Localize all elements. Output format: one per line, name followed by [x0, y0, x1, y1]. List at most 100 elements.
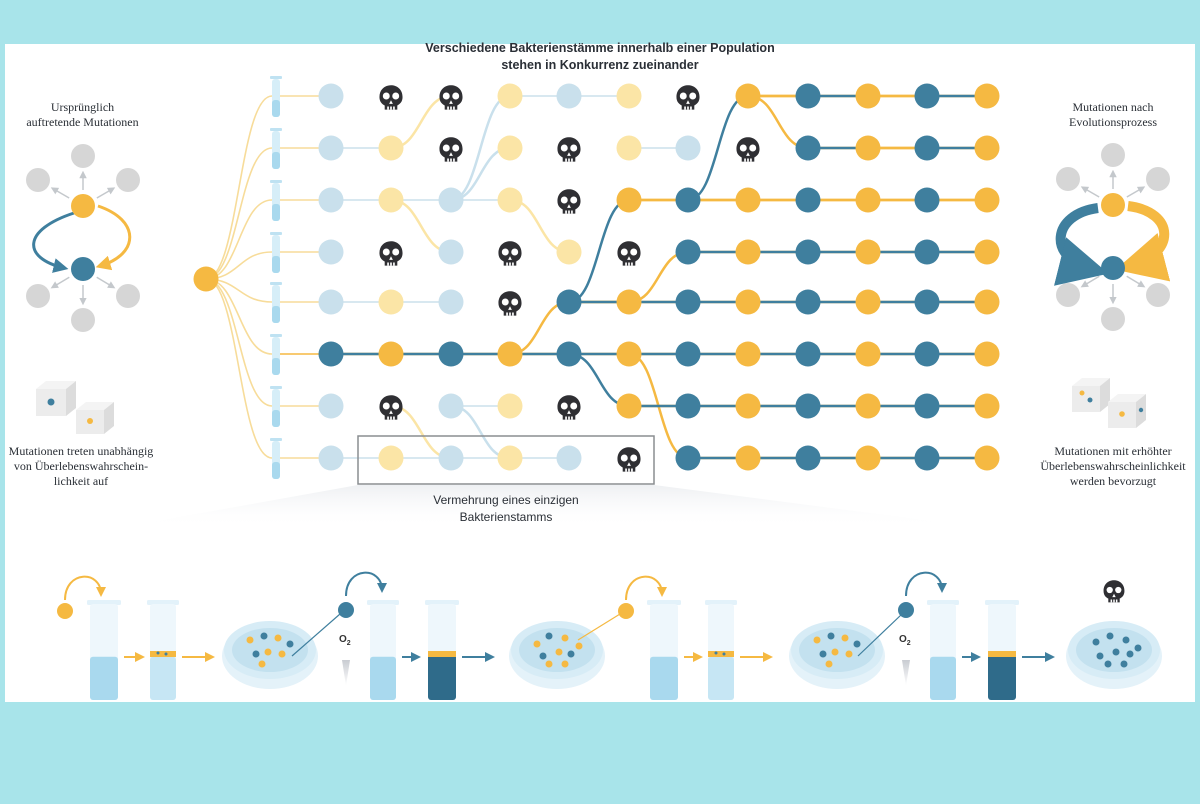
- blue-strain-node: [914, 239, 940, 265]
- oxygen-symbol: O: [899, 634, 907, 645]
- bacterium-dot: [246, 636, 254, 644]
- lineage-link: [205, 278, 273, 407]
- yellow-strain-node: [735, 445, 761, 471]
- blue-strain-node: [556, 341, 582, 367]
- lineage-link: [205, 278, 273, 459]
- bacterium-dot: [567, 650, 575, 658]
- mutation-arrow: [1126, 275, 1146, 288]
- test-tube-icon: [270, 232, 282, 273]
- yellow-strain-node: [974, 289, 1000, 315]
- bacterium-dot: [714, 651, 718, 655]
- possible-mutation-node: [26, 284, 50, 308]
- left-caption-line-3: lichkeit auf: [53, 474, 109, 488]
- lineage-link: [205, 95, 273, 280]
- possible-mutation-node: [26, 168, 50, 192]
- pale-blue-strain-node: [318, 445, 344, 471]
- right-heading-line-2: Evolutionsprozess: [1069, 115, 1157, 129]
- blue-strain-node: [318, 341, 344, 367]
- skull-icon: [439, 137, 463, 162]
- oxygen-label: O2: [339, 634, 351, 647]
- yellow-strain-node: [735, 187, 761, 213]
- petri-dish-icon: [509, 621, 605, 689]
- blue-strain-node: [795, 187, 821, 213]
- mutation-arrow: [1126, 186, 1146, 198]
- blue-strain-node: [914, 393, 940, 419]
- mutation-arrow: [1080, 186, 1100, 198]
- petri-dish-icon: [1066, 621, 1162, 689]
- bacterium-dot: [1104, 660, 1112, 668]
- pale-yellow-strain-node: [497, 445, 523, 471]
- bacterium-dot: [258, 660, 266, 668]
- blue-strain-node: [675, 341, 701, 367]
- bacterium-dot: [575, 642, 583, 650]
- yellow-strain-node: [735, 393, 761, 419]
- test-tube-icon: [270, 438, 282, 479]
- blue-strain-node: [675, 187, 701, 213]
- test-tube-icon: [270, 76, 282, 117]
- sampling-line: [857, 613, 903, 657]
- yellow-strain-node: [497, 341, 523, 367]
- pale-blue-strain-node: [438, 393, 464, 419]
- blue-strain-node: [795, 289, 821, 315]
- evolved-mutation-diagram: [1053, 143, 1171, 331]
- pale-blue-strain-node: [675, 135, 701, 161]
- title-line-2: stehen in Konkurrenz zueinander: [501, 58, 699, 72]
- bacterium-dot: [278, 650, 286, 658]
- pale-yellow-strain-node: [497, 135, 523, 161]
- bacterium-dot: [831, 648, 839, 656]
- pale-blue-strain-node: [438, 289, 464, 315]
- yellow-strain-node: [855, 393, 881, 419]
- blue-strain-node: [556, 289, 582, 315]
- blue-strain-node: [675, 445, 701, 471]
- pale-blue-strain-node: [556, 83, 582, 109]
- yellow-strain-node: [974, 341, 1000, 367]
- pale-yellow-strain-node: [378, 135, 404, 161]
- blue-mutant-node: [1101, 256, 1125, 280]
- blue-strain-node: [914, 341, 940, 367]
- pale-blue-strain-node: [438, 239, 464, 265]
- blue-strain-node: [914, 187, 940, 213]
- blue-strain-node: [795, 445, 821, 471]
- blue-mutant-node: [71, 257, 95, 281]
- mutation-arrow: [50, 187, 70, 199]
- possible-mutation-node: [1101, 307, 1125, 331]
- strain-grid: [318, 83, 1000, 472]
- possible-mutation-node: [1056, 167, 1080, 191]
- possible-mutation-node: [1146, 167, 1170, 191]
- pale-yellow-strain-node: [616, 135, 642, 161]
- skull-icon: [379, 395, 403, 420]
- bacterium-dot: [1112, 648, 1120, 656]
- left-caption-line-2: von Überlebenswahrschein-: [13, 459, 149, 473]
- test-tube-icon: [87, 600, 121, 700]
- pale-yellow-strain-node: [556, 239, 582, 265]
- bacterium-dot: [286, 640, 294, 648]
- test-tube-icon: [270, 128, 282, 169]
- inoculation-arrow: [345, 571, 387, 597]
- test-tube-icon: [367, 600, 399, 700]
- test-tube-icon: [270, 180, 282, 221]
- possible-mutation-node: [71, 308, 95, 332]
- yellow-strain-node: [616, 393, 642, 419]
- skull-icon: [379, 85, 403, 110]
- bacterium-dot: [274, 634, 282, 642]
- yellow-strain-node: [735, 289, 761, 315]
- callout-box: [357, 435, 655, 485]
- test-tube-icon: [647, 600, 681, 700]
- oxygen-subscript: 2: [346, 640, 351, 647]
- bacterium-dot: [825, 660, 833, 668]
- yellow-strain-node: [618, 603, 634, 619]
- yellow-strain-node: [735, 83, 761, 109]
- arrow-down-icon: [342, 660, 350, 686]
- right-caption-line-3: werden bevorzugt: [1069, 474, 1157, 488]
- possible-mutation-node: [116, 284, 140, 308]
- yellow-strain-node: [855, 341, 881, 367]
- bacterium-dot: [1122, 636, 1130, 644]
- pale-blue-strain-node: [318, 239, 344, 265]
- yellow-strain-node: [616, 289, 642, 315]
- pale-yellow-strain-node: [378, 289, 404, 315]
- pale-yellow-strain-node: [616, 83, 642, 109]
- pale-blue-strain-node: [318, 135, 344, 161]
- pale-blue-strain-node: [556, 445, 582, 471]
- arrow-down-icon: [902, 660, 910, 686]
- pale-yellow-strain-node: [497, 187, 523, 213]
